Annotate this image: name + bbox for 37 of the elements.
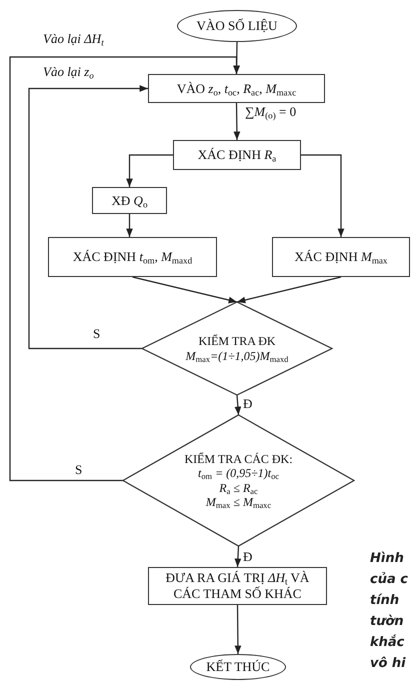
process-box bbox=[148, 74, 325, 103]
process-box bbox=[48, 237, 217, 277]
node-text: t$_{om}$ = (0,95÷1)t$_{oc}$ bbox=[198, 466, 279, 480]
node-text: M$_{max}$=(1÷1,05)M$_{maxd}$ bbox=[186, 348, 288, 363]
arrow bbox=[301, 154, 344, 237]
node-text: XĐ Q$_{o}$ bbox=[112, 192, 148, 208]
arrow bbox=[132, 276, 238, 304]
process-box bbox=[173, 140, 301, 170]
arrow bbox=[126, 214, 133, 237]
arrow bbox=[126, 154, 173, 187]
arrow bbox=[234, 103, 240, 140]
arrow bbox=[234, 605, 242, 654]
node-text: KIỂM TRA CÁC ĐK: bbox=[184, 452, 293, 466]
arrow bbox=[9, 56, 240, 482]
process-box bbox=[92, 187, 167, 214]
arrow bbox=[28, 85, 148, 350]
node-text: R$_{a}$ ≤ R$_{ac}$ bbox=[219, 480, 258, 495]
node-text: VÀO SỐ LIỆU bbox=[196, 18, 278, 34]
decision-diamond bbox=[142, 302, 332, 395]
node-text: VÀO z$_{o}$, t$_{oc}$, R$_{ac}$, M$_{maxc}$ bbox=[176, 80, 296, 96]
node-text: KIỂM TRA ĐK bbox=[198, 334, 276, 348]
arrow bbox=[236, 276, 342, 304]
node-text: M$_{max}$ ≤ M$_{maxc}$ bbox=[206, 494, 272, 510]
process-box bbox=[148, 567, 327, 605]
decision-diamond bbox=[123, 415, 354, 546]
edge-label: ∑M$_{(o)}$ = 0 bbox=[244, 104, 298, 120]
process-box bbox=[272, 237, 410, 277]
node-text: KẾT THÚC bbox=[206, 659, 270, 675]
node-text: XÁC ĐỊNH M$_{max}$ bbox=[294, 249, 388, 265]
figure-caption: Hình của c tính tườn khắc vô hi bbox=[370, 550, 409, 673]
loop-note: Vào lại ΔH$_{t}$ bbox=[43, 31, 104, 47]
arrow bbox=[234, 546, 242, 568]
loop-note: Vào lại z$_{o}$ bbox=[43, 64, 94, 80]
node-text: XÁC ĐỊNH R$_{a}$ bbox=[198, 147, 276, 163]
node-text: ĐƯA RA GIÁ TRỊ ΔH$_{t}$ VÀ CÁC THAM SỐ KHÁC bbox=[164, 570, 310, 602]
arrow bbox=[234, 394, 242, 416]
node-text: XÁC ĐỊNH t$_{om}$, M$_{maxd}$ bbox=[72, 249, 192, 265]
